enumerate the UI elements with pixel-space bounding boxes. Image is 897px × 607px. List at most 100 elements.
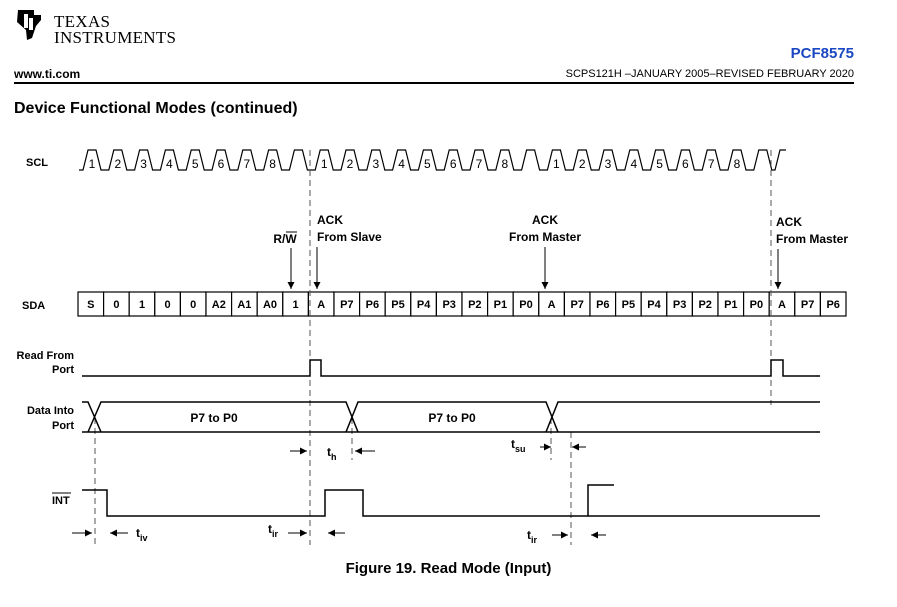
tir2-sub: ir <box>531 535 538 545</box>
tsu-sub: su <box>515 444 526 454</box>
sda-bit-cell <box>614 291 642 317</box>
sda-bit-cell <box>742 291 770 317</box>
scl-clock-number: 3 <box>605 157 612 171</box>
scl-clock-number: 8 <box>501 157 508 171</box>
scl-clock-number: 1 <box>553 157 560 171</box>
sda-bit-label: 0 <box>165 299 171 311</box>
scl-clock-number: 5 <box>424 157 431 171</box>
ack-master-1-label-2: From Master <box>509 230 581 244</box>
sda-bit-label: P6 <box>826 299 839 311</box>
sda-bit-label: P5 <box>622 299 635 311</box>
tiv-main: t <box>136 526 140 540</box>
sda-bit-label: P3 <box>673 299 686 311</box>
tsu-main: t <box>511 437 515 451</box>
th-main: t <box>327 445 331 459</box>
sda-bit-cell <box>487 291 514 317</box>
int-label: INT <box>52 495 70 507</box>
sda-bit-cell <box>640 291 668 317</box>
sda-bit-cell <box>359 291 386 317</box>
sda-bit-label: P4 <box>647 299 661 311</box>
sda-bit-label: P0 <box>750 299 763 311</box>
data-word-1: P7 to P0 <box>190 411 238 425</box>
sda-bit-cell <box>154 291 182 317</box>
scl-clock-number: 6 <box>218 157 225 171</box>
ack-master-1-label-1: ACK <box>532 213 558 227</box>
read-from-port-waveform <box>82 359 820 377</box>
sda-bit-cell <box>819 291 847 317</box>
sda-bit-label: A <box>317 299 325 311</box>
sda-bit-label: 0 <box>113 299 119 311</box>
data-into-port-waveform <box>82 401 820 433</box>
sda-bit-label: P7 <box>340 299 353 311</box>
sda-bit-label: 0 <box>190 299 196 311</box>
scl-clock-number: 2 <box>579 157 586 171</box>
scl-clock-number: 1 <box>321 157 328 171</box>
figure-caption: Figure 19. Read Mode (Input) <box>345 560 552 577</box>
ack-slave-label-2: From Slave <box>317 230 382 244</box>
read-from-port-label-1: Read From <box>17 350 75 362</box>
sda-bit-label: P2 <box>698 299 711 311</box>
sda-bit-cell <box>282 291 309 317</box>
scl-clock-number: 2 <box>114 157 121 171</box>
sda-bit-cell <box>128 291 156 317</box>
doc-id: SCPS121H –JANUARY 2005–REVISED FEBRUARY … <box>565 68 854 80</box>
scl-clock-line <box>79 149 786 171</box>
logo-line-1: TEXAS <box>54 12 111 31</box>
sda-bit-label: P0 <box>519 299 532 311</box>
website[interactable]: www.ti.com <box>14 67 81 81</box>
scl-clock-number: 6 <box>682 157 689 171</box>
sda-bit-cell <box>333 291 361 317</box>
sda-bit-label: A <box>778 299 786 311</box>
sda-bit-cell <box>512 291 540 317</box>
sda-bit-label: A2 <box>212 299 226 311</box>
sda-bit-label: P2 <box>468 299 481 311</box>
tiv-label: tiv <box>136 526 148 543</box>
scl-clock-number: 4 <box>630 157 637 171</box>
scl-clock-number: 5 <box>192 157 199 171</box>
read-from-port-label-2: Port <box>52 364 74 376</box>
sda-bit-label: P7 <box>570 299 583 311</box>
scl-clock-number: 4 <box>398 157 405 171</box>
sda-bit-cell <box>589 291 617 317</box>
ti-logo-icon <box>17 10 41 40</box>
sda-bit-label: P6 <box>366 299 379 311</box>
tiv-sub: iv <box>140 533 148 543</box>
sda-bit-label: P6 <box>596 299 609 311</box>
tir1-sub: ir <box>272 529 279 539</box>
scl-label: SCL <box>26 157 48 169</box>
th-sub: h <box>331 452 337 462</box>
section-title: Device Functional Modes (continued) <box>14 100 298 117</box>
th-label: th <box>327 445 337 462</box>
scl-clock-number: 4 <box>166 157 173 171</box>
sda-bit-cell <box>102 291 130 317</box>
scl-clock-number: 6 <box>450 157 457 171</box>
sda-bit-label: P7 <box>801 299 814 311</box>
sda-bit-label: 1 <box>293 299 299 311</box>
sda-bit-label: A1 <box>237 299 251 311</box>
ack-master-2-label-2: From Master <box>776 232 848 246</box>
sda-bit-label: S <box>87 299 94 311</box>
scl-clock-number: 7 <box>708 157 715 171</box>
sda-bit-label: A0 <box>263 299 277 311</box>
sda-bit-cell <box>666 291 693 317</box>
scl-clock-number: 7 <box>243 157 250 171</box>
ti-logo: TEXAS INSTRUMENTS <box>14 6 177 47</box>
logo-line-2: INSTRUMENTS <box>54 28 177 47</box>
ti-logo-text: TEXAS INSTRUMENTS <box>54 12 177 47</box>
tir2-label: tir <box>527 528 538 545</box>
sda-bit-cell <box>410 291 437 317</box>
sda-bit-label: A <box>548 299 556 311</box>
sda-bit-cell <box>77 291 105 317</box>
scl-clock-number: 5 <box>656 157 663 171</box>
tir1-label: tir <box>268 522 279 539</box>
sda-bit-cell <box>538 291 565 317</box>
sda-bit-cell <box>435 291 463 317</box>
scl-clock-number: 7 <box>476 157 483 171</box>
part-number: PCF8575 <box>790 45 854 62</box>
ack-master-2-label-1: ACK <box>776 215 802 229</box>
data-into-port-label-1: Data Into <box>27 405 74 417</box>
sda-bit-label: P1 <box>494 299 507 311</box>
sda-label: SDA <box>22 300 45 312</box>
